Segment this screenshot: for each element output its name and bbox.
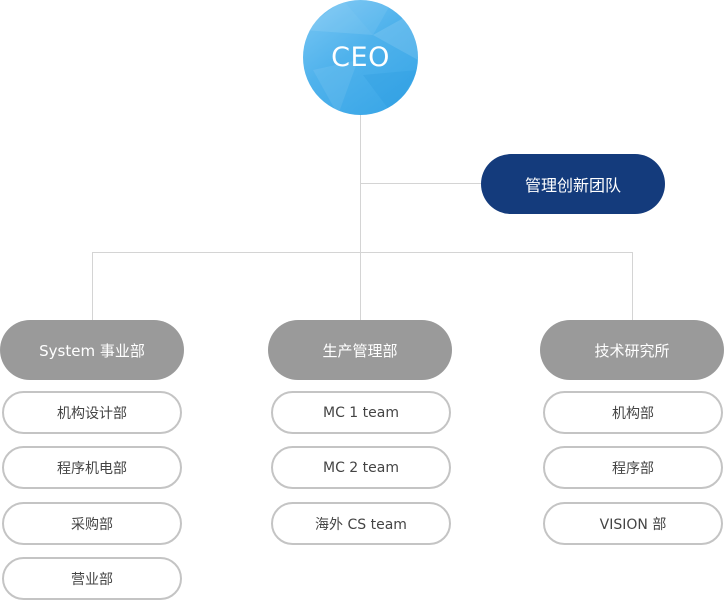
unit-mc2-team: MC 2 team	[271, 446, 451, 489]
unit-mechanism: 机构部	[543, 391, 723, 434]
unit-mc1-team: MC 1 team	[271, 391, 451, 434]
unit-program: 程序部	[543, 446, 723, 489]
unit-overseas-cs-team: 海外 CS team	[271, 502, 451, 545]
connector-left-drop	[92, 252, 93, 321]
unit-sales: 营业部	[2, 557, 182, 600]
unit-mechanical-design: 机构设计部	[2, 391, 182, 434]
ceo-label: CEO	[331, 42, 390, 73]
connector-ceo-trunk	[360, 114, 361, 321]
unit-vision: VISION 部	[543, 502, 723, 545]
ceo-node: CEO	[303, 0, 418, 115]
unit-purchasing: 采购部	[2, 502, 182, 545]
connector-right-drop	[632, 252, 633, 321]
division-production-head: 生产管理部	[268, 320, 452, 380]
connector-innovation-branch	[360, 183, 482, 184]
connector-horizontal-bar	[92, 252, 633, 253]
ceo-pattern-icon	[303, 0, 418, 115]
unit-program-electromech: 程序机电部	[2, 446, 182, 489]
division-system-head: System 事业部	[0, 320, 184, 380]
division-research-head: 技术研究所	[540, 320, 724, 380]
innovation-team-node: 管理创新团队	[481, 154, 665, 214]
